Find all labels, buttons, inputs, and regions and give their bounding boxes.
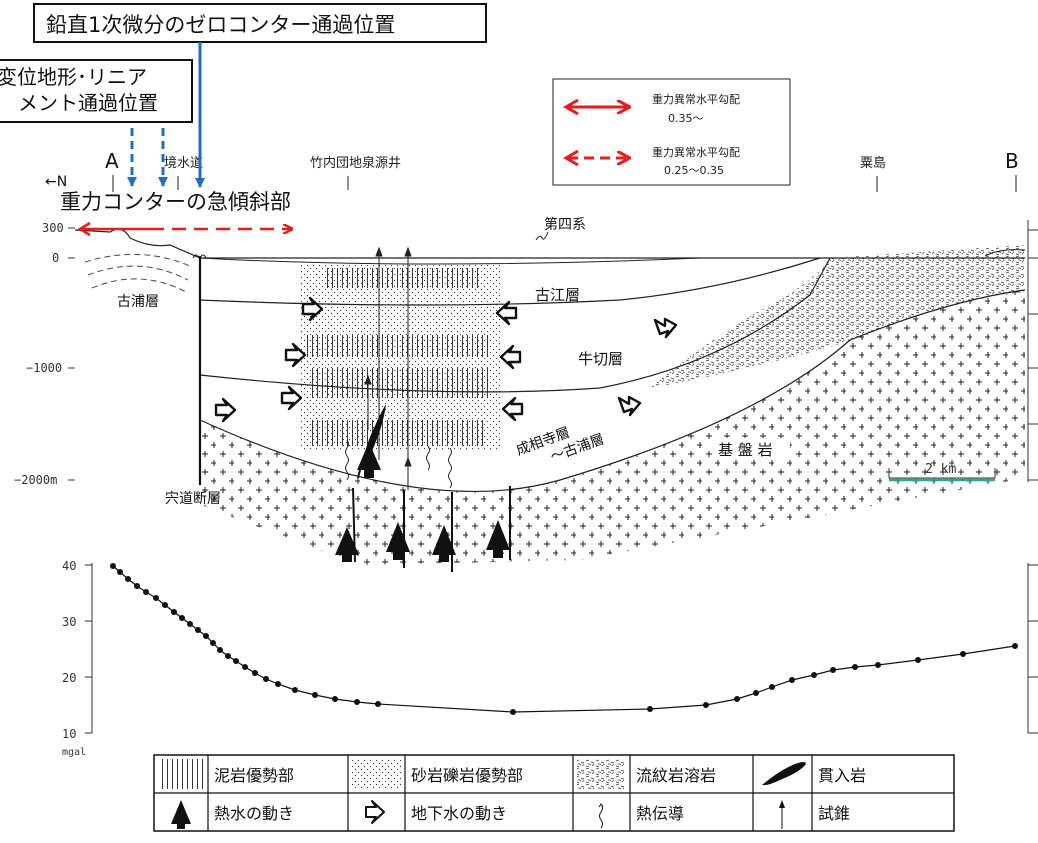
rhyolite-lava-area [650,245,1025,388]
north-label: ←N [45,174,67,190]
mudstone-band-1 [325,268,480,288]
end-b-label: B [1005,149,1019,173]
quaternary-base [199,257,701,265]
label-ushikiri: 牛切層 [578,350,623,368]
gradient-legend: 重力異常水平勾配 0.35〜 重力異常水平勾配 0.25〜0.35 [552,78,791,186]
legend-groundwater-icon [365,800,385,824]
zero-contour-text: 鉛直1次微分のゼロコンター通過位置 [46,13,395,37]
legend-rhyolite: 流紋岩溶岩 [636,766,716,785]
label-shinji-fault: 宍道断層 [165,491,221,507]
depth-300: 300 [42,221,64,235]
mudstone-band-4 [310,420,485,446]
lineament-callout: 変位地形･リニア メント通過位置 [0,59,193,123]
mudstone-band-3 [310,368,490,398]
legend-mudstone: 泥岩優勢部 [214,766,294,785]
ground-surface [74,228,1025,259]
boundary-furue-base [199,257,821,306]
label-quaternary: 第四系 [544,216,586,233]
label-furue: 古江層 [535,286,580,304]
gravity-unit: mgal [62,747,86,758]
steep-gravity-text: 重力コンターの急傾斜部 [60,190,291,214]
legend-hydrothermal: 熱水の動き [214,804,294,823]
steep-gravity-arrow [77,221,292,237]
groundwater-arrows [214,296,678,423]
scale-bar [888,468,996,479]
depth-0: 0 [52,251,59,265]
gravity-tick-40: 40 [62,559,76,573]
geologic-section: 第四系 古江層 牛切層 古浦層 宍道断層 成相寺層 〜古浦層 基 盤 岩 2 k… [14,149,1038,572]
legend-sandstone: 砂岩礫岩優勢部 [411,766,523,785]
legend-borehole: 試錐 [818,804,850,823]
legend-swatch-mudstone [158,759,204,789]
lineament-text-2: メント通過位置 [18,91,158,115]
label-basement: 基 盤 岩 [718,441,773,459]
gravity-tick-20: 20 [62,671,76,685]
legend-dashed-range: 0.25〜0.35 [664,164,724,177]
legend-swatch-intrusive [762,762,806,786]
legend-heat-conduction-icon [598,803,604,829]
legend-hydrothermal-icon [171,800,191,829]
legend-dashed-label: 重力異常水平勾配 [652,145,740,159]
label-kora-left: 古浦層 [117,294,159,310]
legend-heat-conduction: 熱伝導 [636,804,684,823]
gravity-curve [112,565,1016,713]
gravity-tick-30: 30 [62,615,76,629]
legend-intrusive: 貫入岩 [818,766,866,785]
boundary-ushikiri-base [199,257,831,393]
legend-solid-range: 0.35〜 [668,112,704,125]
place-sakai-suido: 境水道 [164,156,203,171]
sandstone-zone [300,265,500,450]
depth-minus-2000: −2000m [14,473,57,487]
lineament-text-1: 変位地形･リニア [0,65,147,89]
zero-contour-callout: 鉛直1次微分のゼロコンター通過位置 [33,3,487,43]
legend-solid-label: 重力異常水平勾配 [652,92,740,106]
hydrothermal-arrows [335,442,510,562]
gravity-profile: 40 30 20 10 mgal [62,559,1038,758]
mudstone-band-2 [305,335,490,357]
gravity-tick-10: 10 [62,727,76,741]
legend-swatch-sandstone [352,759,401,789]
place-awashima: 粟島 [860,156,886,171]
depth-axis [68,227,75,481]
legend-table: 泥岩優勢部 砂岩礫岩優勢部 流紋岩溶岩 貫入岩 熱水の動き 地下水の動き 熱伝導… [153,754,955,832]
end-a-label: A [105,149,119,173]
heat-conduction-marks [345,439,452,489]
scale-label: 2 km [925,462,956,477]
place-takeuchi-well: 竹内団地泉源井 [310,155,401,171]
depth-minus-1000: −1000 [26,361,62,375]
basement-area [200,290,1025,565]
legend-swatch-rhyolite [577,759,626,789]
boundary-jojoji-base [199,289,1026,492]
legend-groundwater: 地下水の動き [411,804,507,823]
legend-borehole-icon [779,800,785,829]
